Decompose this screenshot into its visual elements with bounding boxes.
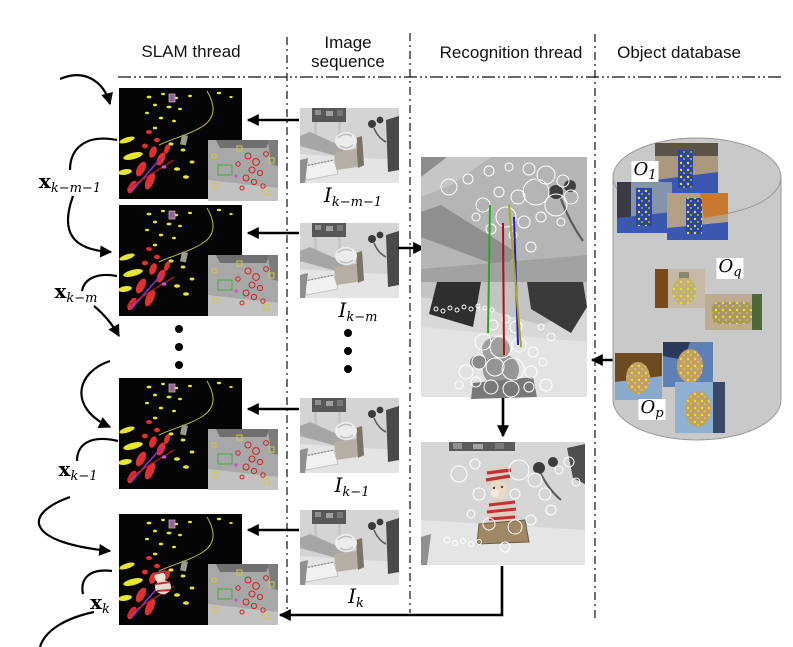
header-image-sequence: Image sequence [311,33,385,72]
state-label-k-m: xk−m [54,279,98,307]
frame-label-k-1: Ik−1 [334,473,370,501]
slam-map-image-k-m-1 [119,88,278,201]
feature-match-lines [487,204,522,356]
header-object-database: Object database [617,43,741,62]
db-photo [675,382,725,433]
db-photo [663,342,713,387]
db-objectq-photos [655,269,762,330]
frame-photo-k-m-1 [300,108,399,183]
arc-into-map-3 [80,359,112,429]
arc-map2-to-label2 [80,273,118,292]
db-photo [667,193,728,240]
db-label-o1: O1 [631,159,659,184]
frame-photo-k-m [300,223,399,298]
frame-photo-k-1 [300,398,399,473]
arrow-result-to-slam [278,566,504,621]
state-transition-arrows [37,74,120,647]
state-label-k: xk [90,590,110,618]
db-photo [705,294,762,330]
slam-map-image-k-1 [119,378,278,490]
frame-label-k: Ik [348,584,364,612]
recognized-teddy-in-map [153,570,171,594]
arc-label2-to-dots [93,305,120,338]
frame-ellipsis-dots [344,329,352,373]
db-photo [617,182,672,233]
db-object1-photos [617,143,728,240]
slam-map-image-k-m [119,205,278,316]
recognition-matching-image [421,157,587,399]
header-slam-thread: SLAM thread [141,42,241,61]
frame-label-k-m: Ik−m [338,298,378,326]
arc-into-map-1 [59,74,113,106]
arc-label1-to-map2 [67,195,113,258]
slam-ellipsis-dots [175,325,183,369]
frame-photo-k [300,510,399,585]
colored-teddy [476,464,530,545]
db-label-oq: Oq [716,256,744,281]
db-objectp-photos [615,342,725,433]
state-label-k-m-1: xk−m−1 [38,169,102,197]
arc-label4-continue [38,610,95,647]
arc-label3-to-map4 [37,495,112,556]
db-photo [615,353,662,400]
db-label-op: Op [638,397,666,422]
connector-arrows [246,114,613,621]
column-separators [118,33,783,618]
state-label-k-1: xk−1 [58,457,98,485]
recognition-result-image [421,442,585,565]
slam-map-image-k [119,514,278,625]
arc-map1-to-label1 [68,137,118,171]
arc-map3-to-label3 [75,437,119,462]
db-photo [655,269,705,308]
frame-label-k-m-1: Ik−m−1 [323,183,383,211]
arc-map4-to-label4 [81,569,113,595]
header-recognition-thread: Recognition thread [439,43,583,62]
